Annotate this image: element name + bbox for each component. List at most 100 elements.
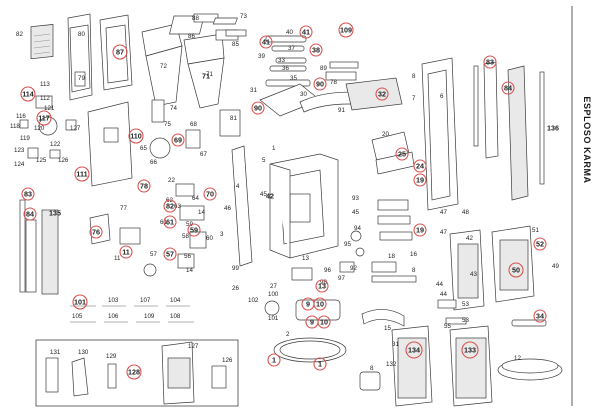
part-label: 30 — [300, 91, 307, 98]
svg-text:135: 135 — [49, 209, 61, 218]
part-label: 36 — [282, 65, 289, 72]
part-label: 12 — [514, 355, 521, 362]
svg-text:52: 52 — [536, 240, 544, 249]
part-label: 89 — [320, 65, 327, 72]
part-label: 40 — [286, 29, 293, 36]
highlight-label: 134 — [405, 341, 423, 359]
part-label: 51 — [532, 227, 539, 234]
highlight-label: 34 — [533, 309, 547, 323]
part-label: 33 — [278, 57, 285, 64]
part-label: 11 — [114, 255, 121, 262]
svg-text:10: 10 — [320, 318, 328, 327]
part-label: 95 — [344, 241, 351, 248]
part-label: 125 — [36, 157, 47, 164]
highlight-label: 9 — [305, 315, 319, 329]
part-label: 113 — [40, 81, 50, 88]
part-left-side-panels — [19, 199, 59, 295]
highlight-label: 38 — [309, 43, 323, 57]
part-label: 37 — [288, 45, 295, 52]
part-hose — [359, 309, 405, 391]
svg-text:90: 90 — [316, 80, 324, 89]
part-label: 74 — [170, 105, 177, 112]
part-label: 124 — [14, 161, 25, 168]
part-label: 59 — [186, 221, 193, 228]
svg-text:87: 87 — [116, 48, 124, 57]
part-ring — [273, 337, 347, 363]
part-label: 8 — [412, 267, 416, 274]
highlight-label: 9 — [301, 297, 315, 311]
highlight-label: 78 — [137, 179, 151, 193]
svg-text:128: 128 — [128, 368, 140, 377]
svg-text:9: 9 — [310, 318, 314, 327]
part-label: 105 — [72, 313, 83, 320]
part-label: 126 — [222, 357, 233, 364]
part-label: 31 — [250, 87, 257, 94]
svg-text:136: 136 — [547, 124, 559, 133]
svg-text:41: 41 — [302, 28, 310, 37]
part-label: 101 — [268, 315, 279, 322]
part-label: 53 — [462, 301, 469, 308]
part-rods — [265, 35, 359, 87]
highlight-label: 13 — [315, 279, 329, 293]
part-label: 64 — [192, 195, 199, 202]
highlight-label: 10 — [317, 315, 331, 329]
highlight-label: 57 — [163, 247, 177, 261]
part-label: 44 — [436, 281, 443, 288]
part-label: 98 — [320, 279, 327, 286]
part-label: 126 — [58, 157, 69, 164]
part-label: 127 — [188, 343, 199, 350]
part-label: 39 — [258, 53, 265, 60]
svg-text:13: 13 — [318, 282, 326, 291]
svg-text:109: 109 — [340, 26, 352, 35]
svg-text:114: 114 — [22, 90, 34, 99]
part-label: 43 — [470, 271, 477, 278]
svg-text:57: 57 — [166, 250, 174, 259]
part-label: 129 — [106, 353, 117, 360]
highlight-label: 61 — [163, 215, 177, 229]
highlight-label: 117 — [36, 110, 52, 126]
part-label: 60 — [206, 235, 213, 242]
part-label: 85 — [232, 41, 239, 48]
highlight-label: 135 — [49, 209, 61, 218]
highlight-label: 101 — [72, 294, 88, 310]
part-left-components — [19, 95, 77, 159]
highlight-label: 24 — [413, 159, 427, 173]
part-grid-panel — [30, 24, 54, 60]
svg-text:59: 59 — [190, 226, 198, 235]
part-label: 103 — [108, 297, 119, 304]
part-label: 48 — [462, 209, 469, 216]
svg-text:38: 38 — [312, 46, 320, 55]
highlight-label: 83 — [483, 55, 497, 69]
part-label: 1 — [272, 145, 276, 152]
highlight-label: 109 — [338, 22, 354, 38]
svg-text:19: 19 — [416, 176, 424, 185]
part-label: 16 — [410, 251, 417, 258]
part-label: 104 — [170, 297, 181, 304]
part-mid-left — [89, 213, 157, 277]
svg-text:1: 1 — [318, 360, 322, 369]
part-label: 26 — [232, 285, 239, 292]
part-label: 86 — [188, 33, 195, 40]
part-motor — [149, 99, 241, 159]
svg-text:134: 134 — [408, 346, 420, 355]
svg-text:11: 11 — [122, 248, 130, 257]
part-hopper — [141, 13, 239, 109]
highlight-label: 133 — [461, 341, 479, 359]
part-label: 108 — [170, 313, 181, 320]
part-label: 15 — [384, 325, 391, 332]
part-label: 96 — [324, 267, 331, 274]
highlight-label: 71 — [202, 72, 210, 81]
part-label: 58 — [182, 233, 189, 240]
svg-text:133: 133 — [464, 346, 476, 355]
part-label: 14 — [198, 209, 205, 216]
part-label: 112 — [40, 95, 50, 102]
svg-text:82: 82 — [166, 202, 174, 211]
part-label: 106 — [108, 313, 119, 320]
svg-text:78: 78 — [140, 182, 148, 191]
part-label: 6 — [440, 93, 444, 100]
part-label: 88 — [192, 15, 199, 22]
highlight-label: 1 — [267, 353, 281, 367]
part-tray — [497, 358, 563, 381]
part-labels: 82 80 79 73 86 85 88 40 37 33 39 36 35 7… — [10, 13, 559, 372]
